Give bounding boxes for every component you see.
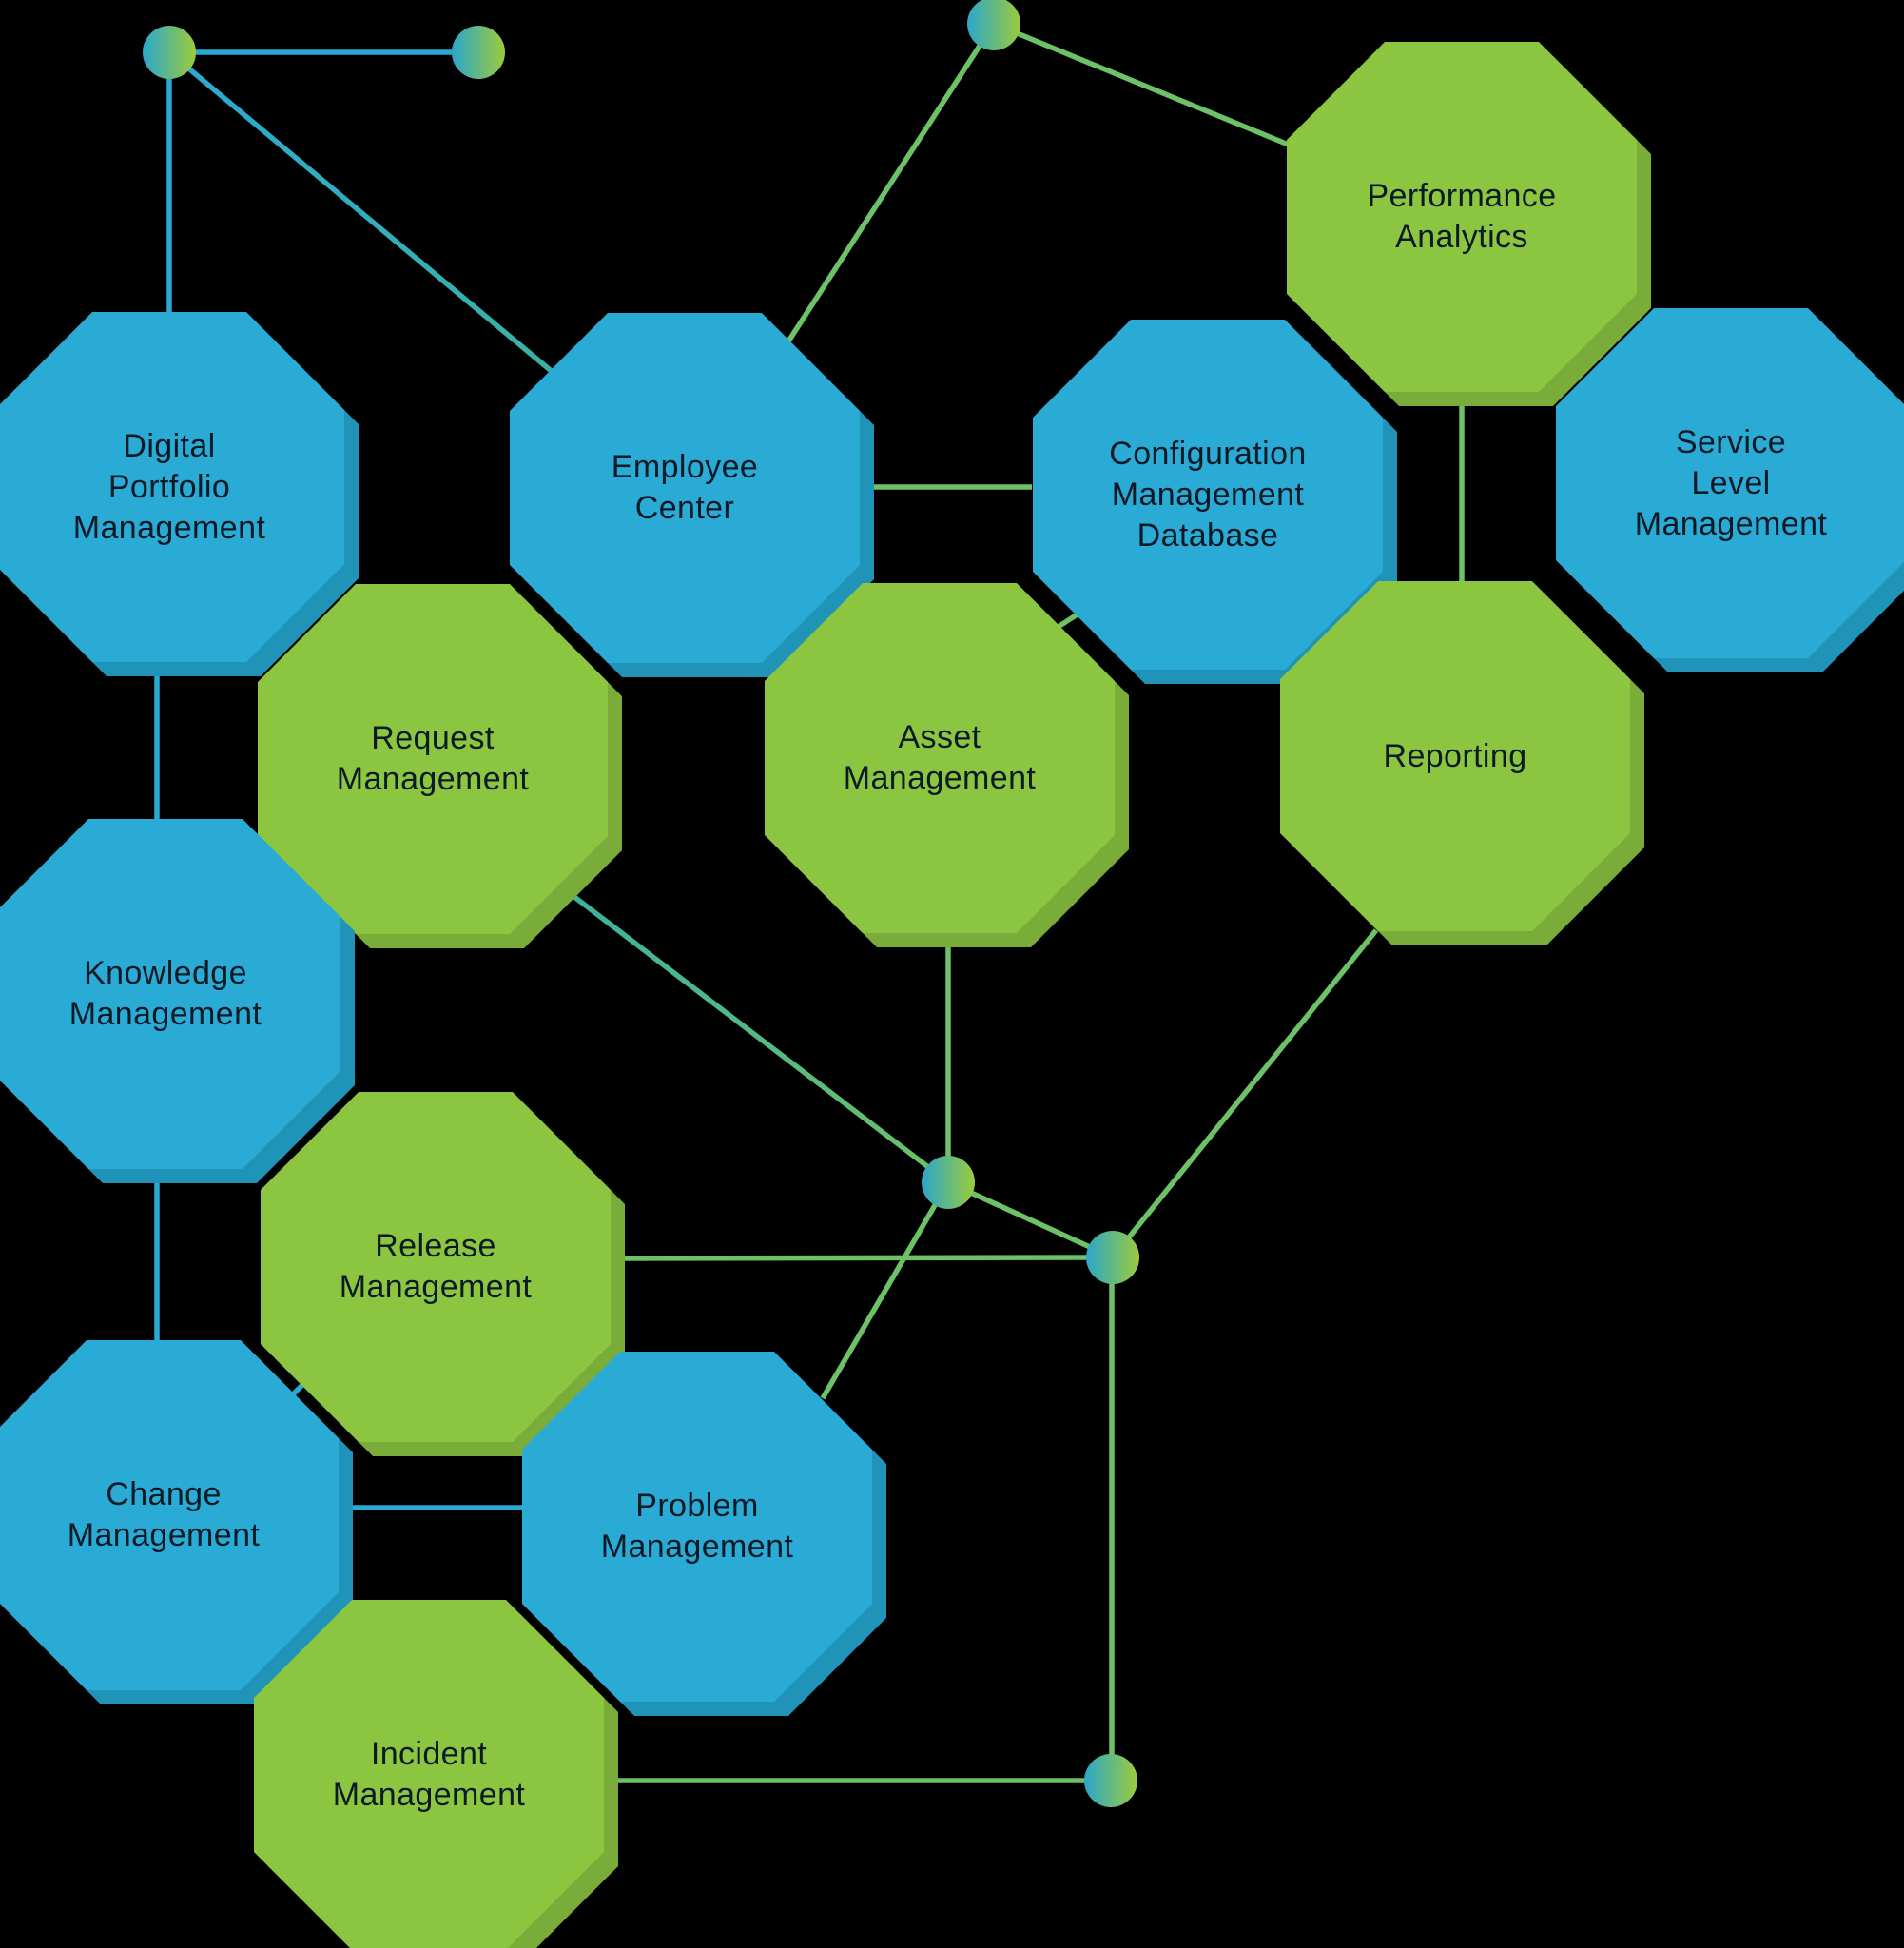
edge-dot-a-to-employee-center bbox=[167, 49, 555, 376]
octagon-body bbox=[0, 312, 344, 662]
edge-junction-left-to-junction-right bbox=[946, 1179, 1115, 1260]
edge-reporting-to-junction-right bbox=[1110, 928, 1379, 1259]
node-label: Reporting bbox=[1383, 737, 1527, 774]
octagon-body bbox=[1556, 308, 1904, 658]
octagon-body bbox=[765, 583, 1115, 933]
edge-dot-c-to-employee-center bbox=[784, 22, 997, 346]
octagon-body bbox=[1287, 42, 1637, 392]
edge-request-to-junction-left bbox=[556, 882, 950, 1185]
dot-top-left-2 bbox=[452, 26, 505, 79]
dot-junction-right bbox=[1086, 1231, 1139, 1284]
dot-junction-left bbox=[922, 1156, 975, 1209]
octagon-body bbox=[1280, 581, 1630, 931]
octagon-body bbox=[0, 819, 340, 1169]
edge-junction-left-to-problem bbox=[820, 1180, 951, 1400]
edge-dot-c-to-performance-analytics bbox=[992, 21, 1297, 150]
dot-bottom bbox=[1084, 1754, 1137, 1807]
dot-top-center bbox=[967, 0, 1020, 50]
octagon-body bbox=[522, 1352, 872, 1702]
octagon-body bbox=[261, 1092, 611, 1442]
edge-release-to-junction-right bbox=[610, 1255, 1114, 1261]
octagon-body bbox=[1033, 320, 1383, 670]
octagon-body bbox=[510, 313, 860, 663]
octagon-body bbox=[258, 584, 608, 934]
octagon-body bbox=[254, 1600, 604, 1948]
node-reporting: Reporting bbox=[1280, 581, 1644, 945]
dot-top-left bbox=[143, 26, 196, 79]
octagon-body bbox=[0, 1340, 339, 1690]
